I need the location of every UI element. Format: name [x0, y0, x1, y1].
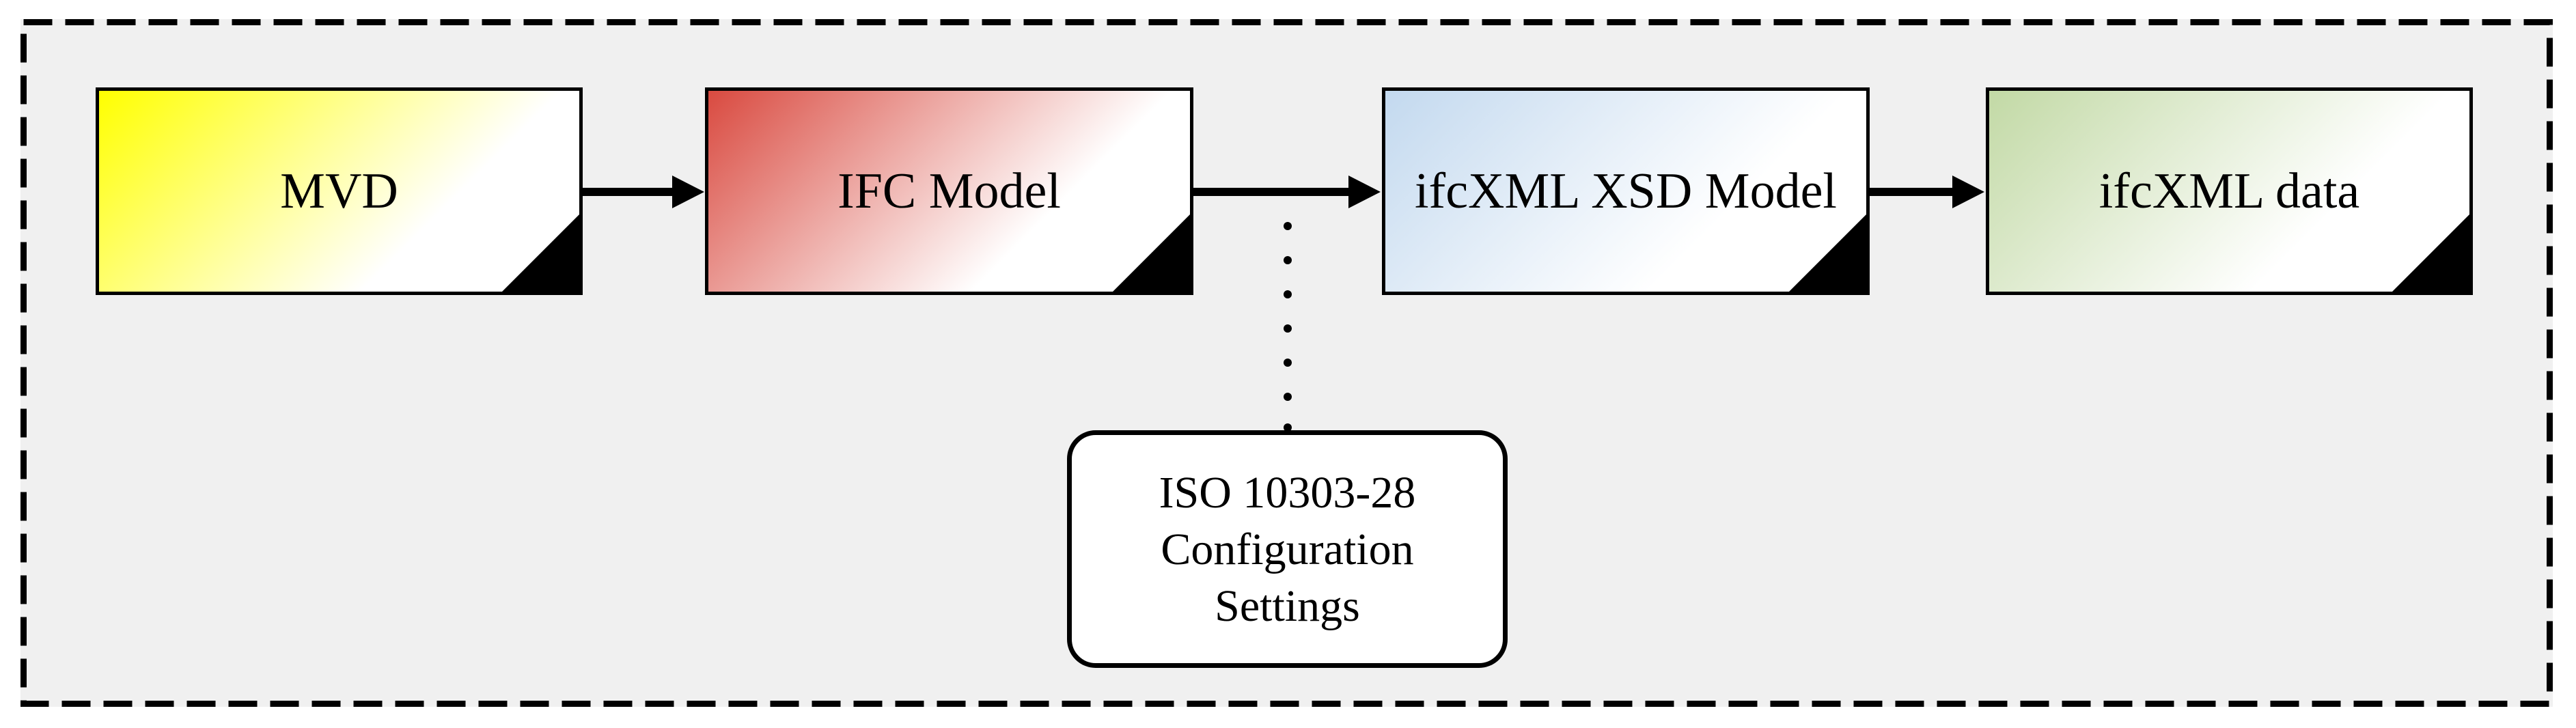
node-ifcxml-data-label: ifcXML data: [2099, 163, 2360, 219]
arrowhead-icon: [1952, 176, 1984, 208]
arrow-ifc-to-xsd: [1191, 176, 1381, 208]
arrow-xsd-to-data: [1868, 176, 1984, 208]
node-mvd-label: MVD: [280, 163, 398, 219]
dotted-connector: [1284, 222, 1292, 432]
arrowhead-icon: [1348, 176, 1381, 208]
connector-dot: [1284, 359, 1292, 367]
config-settings-line3: Settings: [1215, 580, 1360, 631]
folded-corner-icon: [2392, 214, 2469, 292]
arrowhead-icon: [672, 176, 704, 208]
connector-dot: [1284, 256, 1292, 264]
connector-dot: [1284, 393, 1292, 401]
node-ifc-model-label: IFC Model: [837, 163, 1061, 219]
folded-corner-icon: [1789, 214, 1866, 292]
node-config-settings: ISO 10303-28 Configuration Settings: [1067, 430, 1508, 668]
folded-corner-icon: [1113, 214, 1190, 292]
config-settings-line1: ISO 10303-28: [1159, 467, 1416, 518]
node-ifcxml-data: ifcXML data: [1986, 87, 2473, 295]
node-ifcxml-xsd-model: ifcXML XSD Model: [1382, 87, 1870, 295]
arrow-mvd-to-ifc: [581, 176, 704, 208]
connector-dot: [1284, 423, 1292, 432]
connector-dot: [1284, 324, 1292, 333]
folded-corner-icon: [502, 214, 579, 292]
config-settings-line2: Configuration: [1161, 524, 1414, 574]
connector-dot: [1284, 222, 1292, 230]
connector-dot: [1284, 290, 1292, 298]
node-mvd: MVD: [96, 87, 583, 295]
node-ifc-model: IFC Model: [705, 87, 1193, 295]
dashed-border: [20, 19, 2553, 707]
node-ifcxml-xsd-model-label: ifcXML XSD Model: [1415, 163, 1837, 219]
